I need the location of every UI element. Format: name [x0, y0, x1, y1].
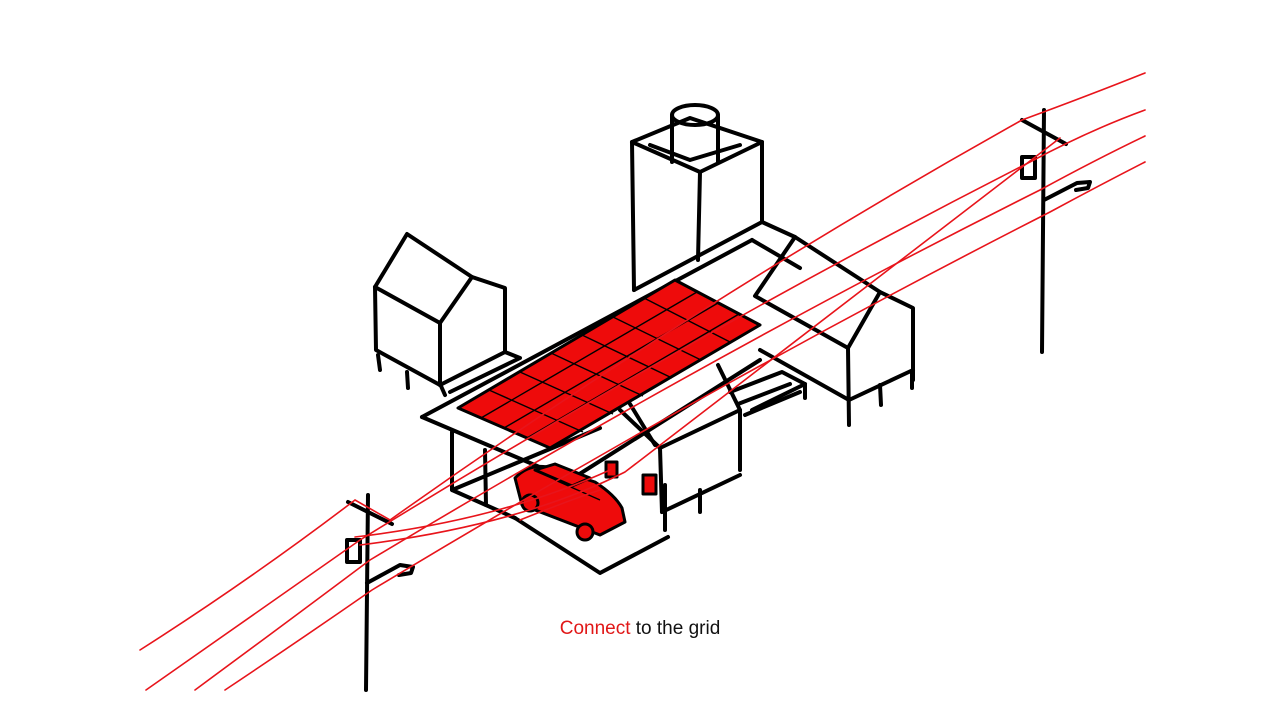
- utility-pole-left: [345, 493, 415, 692]
- right-house: [753, 235, 915, 427]
- carport-roof: [420, 238, 802, 482]
- left-house: [373, 232, 507, 397]
- power-lines: [139, 72, 1146, 691]
- utility-pole-right: [1020, 108, 1092, 354]
- charger-box: [641, 473, 658, 496]
- meter-box: [604, 460, 619, 479]
- caption-rest: to the grid: [630, 618, 721, 639]
- tower: [630, 116, 764, 292]
- carport-frame: [450, 363, 742, 575]
- caption-highlight: Connect: [559, 618, 631, 639]
- back-wall: [448, 220, 797, 394]
- steps: [728, 370, 807, 417]
- caption: Connect to the grid: [0, 618, 1280, 640]
- water-tank: [670, 103, 720, 164]
